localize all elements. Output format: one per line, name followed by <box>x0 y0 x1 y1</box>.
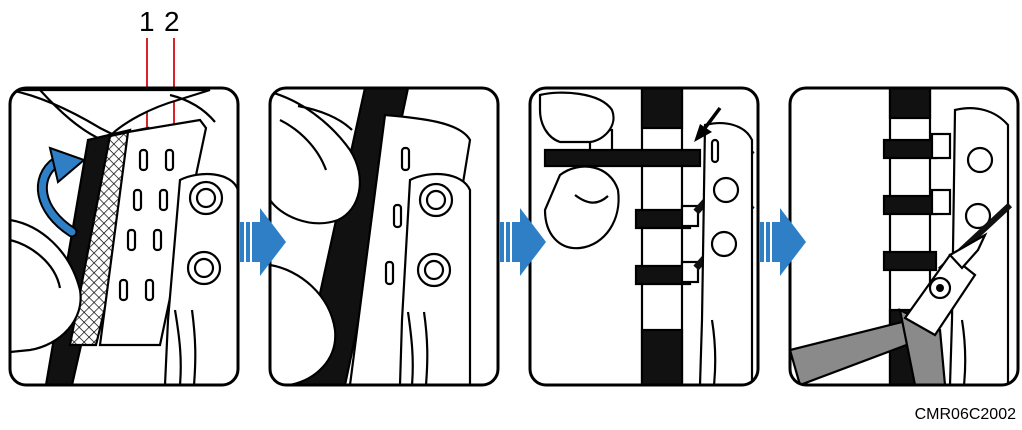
step-2-panel <box>270 88 498 385</box>
step-3-panel <box>530 88 758 385</box>
step-arrow-icon <box>760 208 806 276</box>
step-4-panel <box>790 88 1018 385</box>
figure-code: CMR06C2002 <box>915 406 1016 424</box>
step-1-panel <box>10 88 238 385</box>
step-arrow-icon <box>240 208 286 276</box>
step-arrow-icon <box>500 208 546 276</box>
